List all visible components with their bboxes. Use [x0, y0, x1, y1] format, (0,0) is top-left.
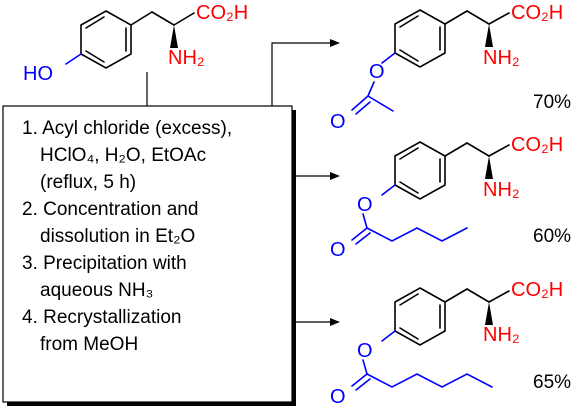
product-1-o-acetyl-tyrosine: CO₂H NH₂ O O 70%: [330, 2, 571, 133]
arrowhead-product2: [330, 172, 340, 180]
amine-label: NH₂: [483, 47, 520, 69]
calpha-bond: [151, 11, 175, 26]
carbonyl-oxygen-label: O: [330, 386, 346, 408]
hexanoyl-chain: [366, 373, 493, 388]
amine-label: NH₂: [168, 47, 205, 69]
benzene-ring: [80, 10, 132, 69]
ester-oxygen-label: O: [357, 340, 373, 362]
condition-3-line-2: aqueous NH₃: [40, 280, 153, 301]
benzene-ring: [394, 141, 446, 200]
ch2-bond: [130, 11, 153, 26]
carbonyl-oxygen-label: O: [330, 239, 346, 261]
carboxylic-acid-label: CO₂H: [511, 279, 563, 301]
ester-oxygen-label: O: [357, 194, 373, 216]
condition-1-line-2: HClO₄, H₂O, EtOAc: [40, 145, 206, 166]
carboxylic-acid-label: CO₂H: [511, 134, 563, 156]
condition-1-line-3: (reflux, 5 h): [40, 172, 136, 193]
box-to-product1-line: [271, 42, 332, 108]
yield-label: 65%: [533, 372, 571, 393]
conditions-box: 1. Acyl chloride (excess), HClO₄, H₂O, E…: [2, 105, 296, 406]
arrowhead-product3: [330, 318, 340, 326]
carbonyl-oxygen-label: O: [330, 111, 346, 133]
amine-label: NH₂: [483, 179, 520, 201]
condition-2-line-1: 2. Concentration and: [22, 199, 198, 220]
condition-2-line-2: dissolution in Et₂O: [40, 226, 195, 247]
carboxylic-acid-label: CO₂H: [196, 2, 248, 24]
yield-label: 60%: [533, 226, 571, 247]
product-3-o-hexanoyl-tyrosine: CO₂H NH₂ O O 65%: [330, 279, 571, 408]
carboxylic-acid-label: CO₂H: [511, 2, 563, 24]
condition-1-line-1: 1. Acyl chloride (excess),: [22, 118, 232, 139]
hydroxyl-label: HO: [23, 63, 53, 85]
benzene-ring: [394, 9, 446, 68]
stereo-wedge: [485, 24, 493, 47]
starting-material-tyrosine: CO₂H NH₂ HO: [23, 2, 248, 85]
reaction-arrows: [146, 39, 340, 326]
ester-oxygen-label: O: [369, 61, 385, 83]
condition-4-line-2: from MeOH: [40, 334, 138, 355]
benzene-ring: [394, 287, 446, 346]
amine-label: NH₂: [483, 324, 520, 346]
stereo-wedge: [485, 156, 493, 179]
carboxyl-bond: [173, 12, 195, 26]
stereo-wedge: [485, 302, 493, 325]
condition-4-line-1: 4. Recrystallization: [22, 307, 181, 328]
product-2-o-pentanoyl-tyrosine: CO₂H NH₂ O O 60%: [330, 134, 571, 261]
condition-3-line-1: 3. Precipitation with: [22, 253, 187, 274]
phenol-oh-bond: [65, 53, 82, 65]
pentanoyl-chain: [366, 227, 468, 242]
arrowhead-product1: [330, 39, 340, 47]
stereo-wedge: [170, 25, 178, 48]
box-frame: [2, 105, 293, 403]
yield-label: 70%: [533, 92, 571, 113]
